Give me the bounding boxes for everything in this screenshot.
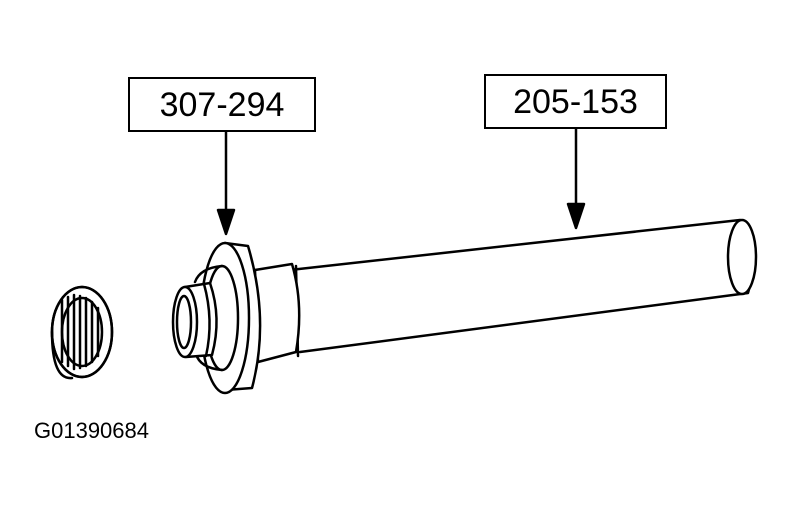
callout-tool-205-153: 205-153	[484, 74, 667, 129]
installer-pilot	[171, 281, 218, 359]
callout-tool-307-294: 307-294	[128, 77, 316, 132]
bearing-cup	[50, 285, 114, 380]
leader-line-1	[216, 130, 236, 236]
leader-line-2	[566, 127, 586, 230]
figure-id-label: G01390684	[34, 418, 149, 443]
driver-handle	[288, 218, 758, 358]
